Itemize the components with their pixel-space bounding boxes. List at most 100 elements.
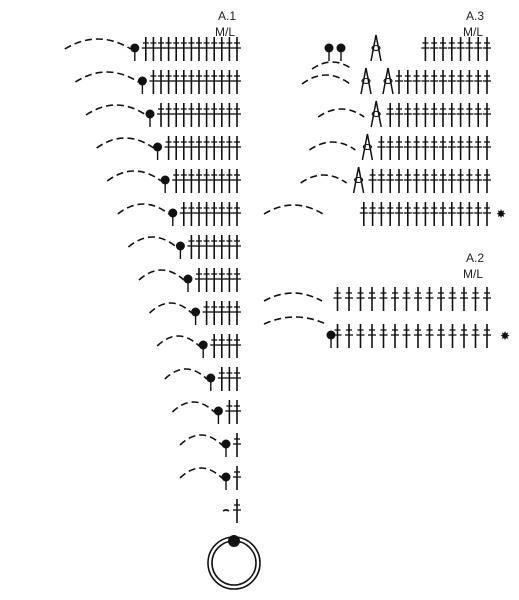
treble-decrease	[360, 67, 372, 95]
treble-stitch	[233, 400, 241, 424]
treble-stitch	[179, 169, 188, 193]
treble-stitch	[421, 202, 430, 226]
slip-stitch	[183, 274, 193, 292]
treble-stitch	[483, 169, 491, 193]
treble-stitch	[225, 400, 234, 424]
a3-title: A.3	[466, 9, 484, 23]
treble-stitch	[195, 103, 203, 127]
treble-stitch	[187, 136, 196, 160]
treble-stitch	[403, 70, 412, 94]
treble-stitch	[447, 70, 456, 94]
treble-stitch	[233, 499, 241, 523]
treble-stitch	[474, 70, 483, 94]
treble-stitch	[395, 103, 403, 127]
a3-chart: ✸	[263, 34, 506, 226]
treble-stitch	[356, 324, 365, 348]
treble-stitch	[356, 287, 365, 311]
treble-stitch	[164, 136, 173, 160]
treble-stitch	[483, 37, 491, 61]
treble-stitch	[217, 235, 226, 259]
treble-stitch	[187, 235, 196, 259]
chain-arc	[64, 38, 132, 50]
treble-stitch	[172, 136, 181, 160]
slip-stitch	[221, 439, 231, 457]
treble-stitch	[448, 324, 457, 348]
treble-stitch	[225, 235, 234, 259]
treble-stitch	[430, 37, 439, 61]
treble-stitch	[225, 202, 234, 226]
treble-stitch	[395, 169, 403, 193]
chain-arc	[106, 170, 162, 182]
slip-stitch	[130, 43, 140, 61]
treble-stitch	[430, 136, 439, 160]
treble-stitch	[157, 37, 165, 61]
treble-stitch	[421, 136, 430, 160]
treble-stitch	[233, 268, 241, 292]
treble-stitch	[391, 287, 399, 311]
treble-stitch	[202, 37, 211, 61]
treble-stitch	[217, 169, 226, 193]
treble-stitch	[386, 169, 395, 193]
treble-stitch	[439, 202, 447, 226]
treble-stitch	[386, 136, 395, 160]
chain-arc	[311, 61, 353, 70]
treble-stitch	[439, 103, 447, 127]
chain-arc	[179, 467, 223, 479]
chain-arc	[85, 104, 147, 116]
treble-stitch	[377, 202, 386, 226]
treble-stitch	[395, 202, 403, 226]
chain-arc	[300, 174, 348, 184]
treble-stitch	[456, 103, 465, 127]
slip-stitch	[153, 142, 163, 160]
treble-stitch	[460, 287, 468, 311]
treble-stitch	[333, 287, 342, 311]
treble-stitch	[233, 466, 241, 490]
treble-stitch	[437, 324, 445, 348]
treble-stitch	[195, 235, 203, 259]
treble-stitch	[465, 37, 474, 61]
treble-stitch	[233, 433, 241, 457]
treble-stitch	[157, 103, 165, 127]
treble-stitch	[483, 70, 491, 94]
treble-stitch	[377, 136, 386, 160]
treble-stitch	[210, 301, 219, 325]
treble-stitch	[412, 136, 421, 160]
chain-arc	[171, 401, 215, 413]
slip-stitch	[145, 109, 155, 127]
treble-stitch	[412, 70, 421, 94]
treble-stitch	[210, 37, 219, 61]
treble-stitch	[465, 202, 474, 226]
treble-stitch	[430, 169, 439, 193]
treble-stitch	[395, 136, 403, 160]
treble-stitch	[368, 324, 376, 348]
treble-stitch	[474, 202, 483, 226]
treble-stitch	[474, 169, 483, 193]
treble-stitch	[187, 202, 196, 226]
treble-stitch	[195, 169, 203, 193]
treble-stitch	[217, 202, 226, 226]
treble-stitch	[447, 37, 456, 61]
slip-stitch	[336, 43, 346, 61]
chain-arc	[308, 141, 356, 151]
treble-stitch	[412, 202, 421, 226]
treble-stitch	[217, 70, 226, 94]
treble-stitch	[456, 202, 465, 226]
treble-stitch	[386, 202, 395, 226]
chain-arc	[179, 434, 223, 446]
chain-arc	[74, 71, 139, 83]
slip-stitch	[198, 340, 208, 358]
chain-arc	[263, 316, 327, 325]
treble-stitch	[379, 324, 388, 348]
treble-stitch	[233, 136, 241, 160]
treble-stitch	[474, 37, 483, 61]
treble-stitch	[403, 136, 412, 160]
treble-stitch	[465, 169, 474, 193]
treble-stitch	[430, 103, 439, 127]
treble-stitch	[195, 37, 203, 61]
treble-stitch	[149, 70, 158, 94]
a2-title: A.2	[466, 251, 484, 265]
treble-stitch	[460, 324, 468, 348]
treble-stitch	[172, 103, 181, 127]
a2-chart: ✸	[263, 287, 510, 348]
chain-arc	[301, 74, 351, 85]
